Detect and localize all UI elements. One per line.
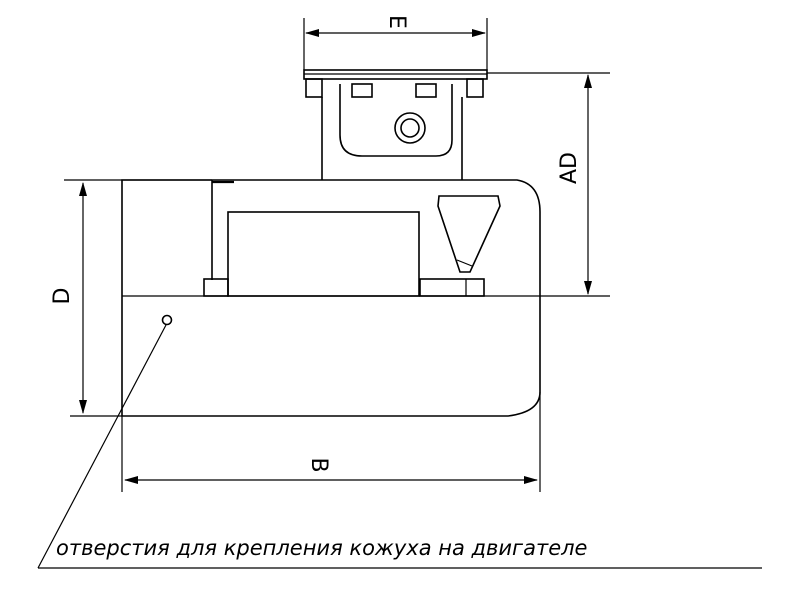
dim-label-d: D [50,288,75,305]
callout: отверстия для крепления кожуха на двигат… [37,324,762,569]
housing-outline [121,179,541,417]
mounting-hole [161,314,173,326]
terminal-pocket [339,84,453,157]
caption-text: отверстия для крепления кожуха на двигат… [56,536,587,560]
stator-block [227,211,420,297]
dimension-d: D [50,179,212,417]
dimension-b: B [121,392,541,492]
dimension-ad: AD [487,72,610,295]
dimension-e: E [305,15,486,37]
fan-cone [437,195,501,273]
terminal-box [303,18,488,180]
leader-line [37,324,167,569]
cable-gland [394,112,426,144]
dim-label-e: E [384,15,409,29]
motor-housing [121,179,610,417]
dim-label-ad: AD [557,152,582,184]
dim-label-b: B [306,457,331,472]
